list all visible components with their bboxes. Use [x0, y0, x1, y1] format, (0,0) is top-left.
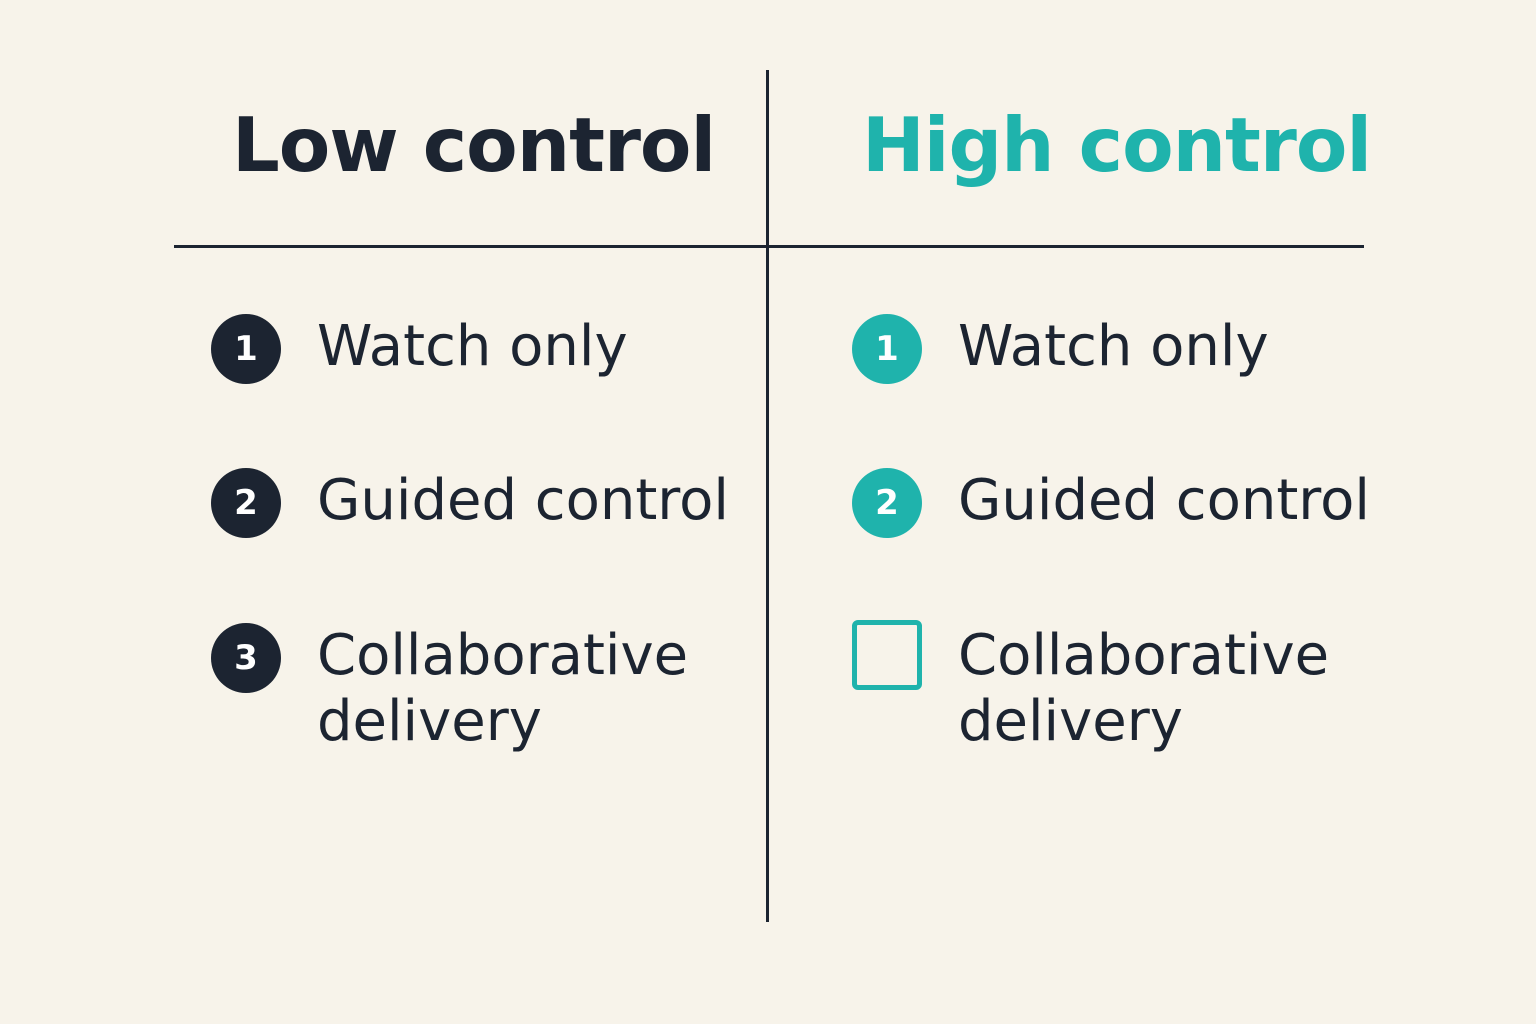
item-label: Watch only	[958, 314, 1269, 379]
heading-high-control: High control	[862, 101, 1372, 189]
heading-low-control: Low control	[232, 101, 716, 189]
checkbox-empty-icon	[852, 620, 922, 690]
vertical-divider	[766, 70, 769, 922]
item-label-line-2: delivery	[317, 689, 542, 754]
item-label-line-1: Collaborative	[958, 623, 1330, 688]
number-badge: 1	[852, 314, 922, 384]
item-label: Collaborative delivery	[958, 623, 1329, 755]
item-label-line-2: delivery	[958, 689, 1183, 754]
horizontal-divider	[174, 245, 1364, 248]
number-badge: 3	[211, 623, 281, 693]
number-badge: 2	[211, 468, 281, 538]
item-label: Collaborative delivery	[317, 623, 688, 755]
item-label-line-1: Collaborative	[317, 623, 689, 688]
number-badge: 2	[852, 468, 922, 538]
number-badge: 1	[211, 314, 281, 384]
item-label: Guided control	[958, 468, 1370, 533]
item-label: Watch only	[317, 314, 628, 379]
item-label: Guided control	[317, 468, 729, 533]
